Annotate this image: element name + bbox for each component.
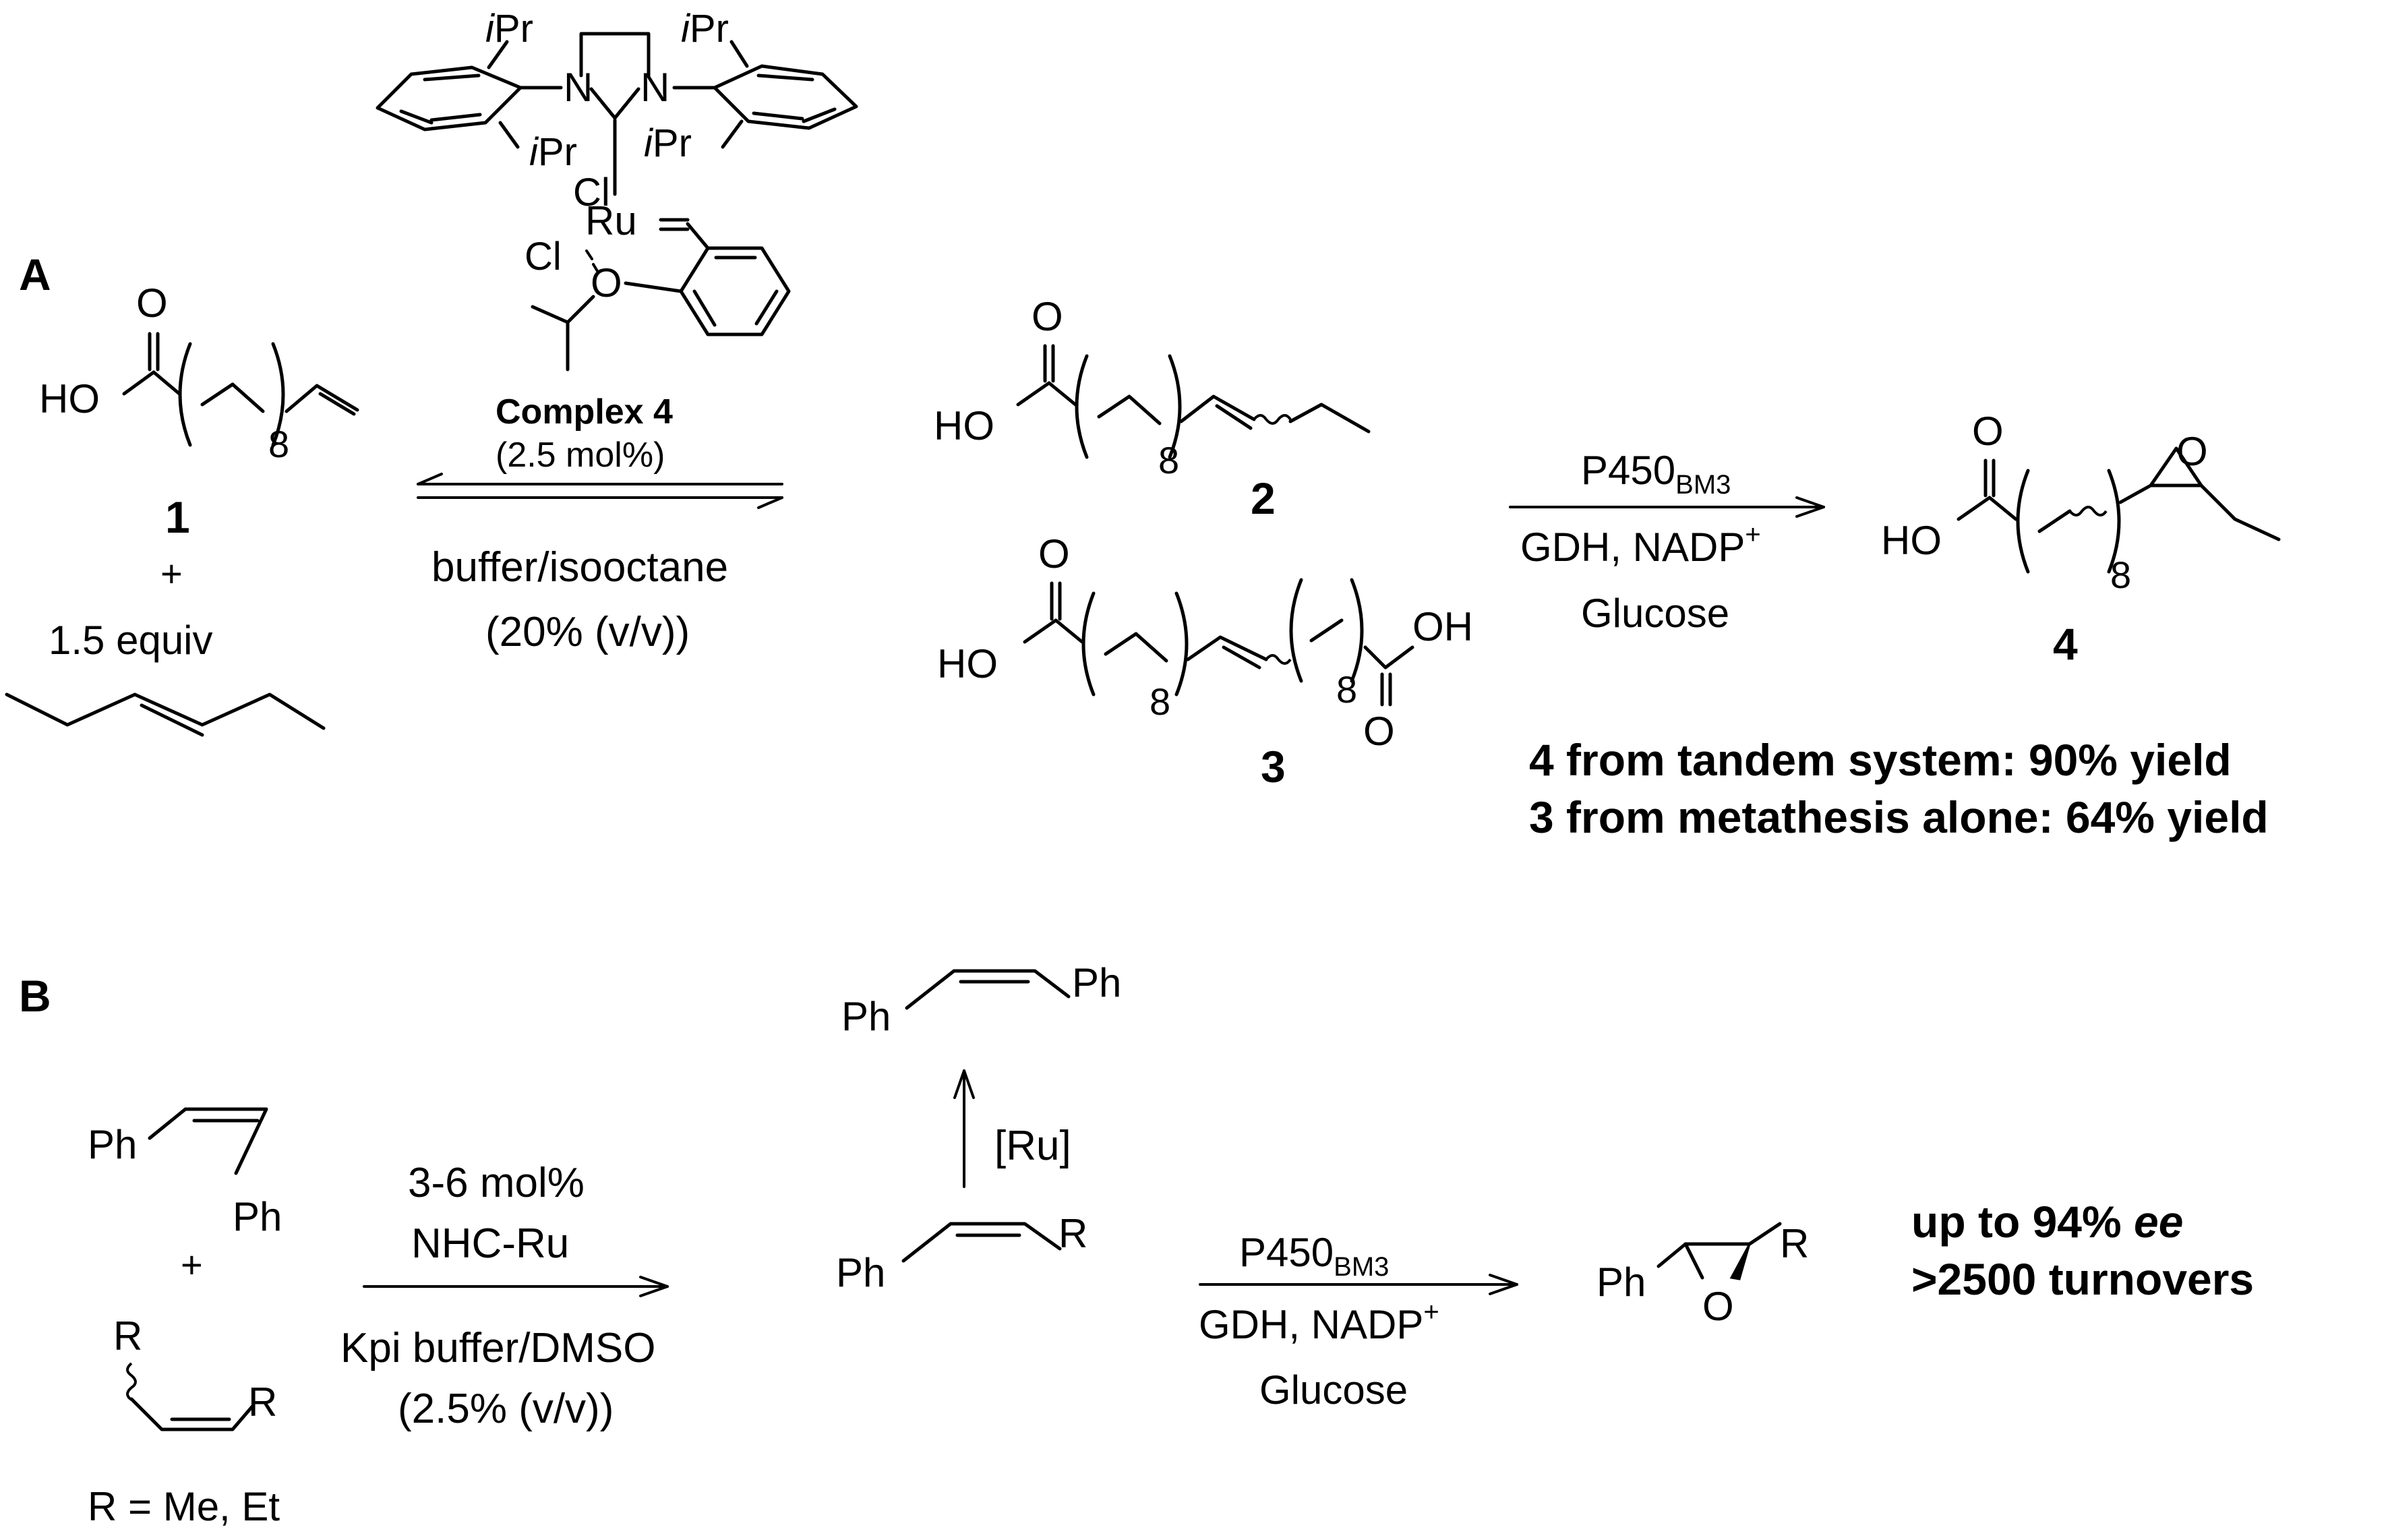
- trans-ph-left: Ph: [841, 994, 891, 1039]
- c4-epoxide-o: O: [2176, 429, 2208, 474]
- c3-n2: 8: [1336, 668, 1357, 711]
- catalyst-cl-top: Cl: [573, 171, 610, 214]
- panel-b-label: B: [19, 971, 51, 1021]
- panel-a: A N N iPr iPr iPr iPr: [5, 7, 2281, 842]
- compound-3: O HO 8 8 O OH 3: [937, 531, 1473, 792]
- panel-b: B Ph Ph + R R R = Me, Et 3-6 mol% NHC-Ru…: [19, 960, 2254, 1529]
- c2-number: 2: [1251, 473, 1276, 523]
- c2-o: O: [1032, 294, 1063, 339]
- enzyme-b: P450BM3: [1239, 1230, 1389, 1282]
- c4-ho: HO: [1881, 518, 1942, 563]
- hexene: [5, 692, 326, 737]
- ipr-top-left: iPr: [485, 7, 533, 51]
- result-tandem: 4 from tandem system: 90% yield: [1529, 735, 2232, 785]
- glucose-a: Glucose: [1581, 591, 1729, 636]
- solvent-a: buffer/isooctane: [431, 544, 728, 591]
- styrene-ph: Ph: [836, 1250, 885, 1295]
- compound-4: O HO 8 O 4: [1881, 409, 2281, 669]
- c1-number: 1: [165, 492, 190, 542]
- arrow-b-enzyme: [1199, 1274, 1518, 1295]
- glucose-b: Glucose: [1259, 1367, 1408, 1413]
- c3-n1: 8: [1150, 680, 1170, 723]
- result-turnovers: >2500 turnovers: [1911, 1254, 2254, 1304]
- compound-2: O HO 8 2: [934, 294, 1371, 523]
- cis-ph-left: Ph: [88, 1122, 137, 1167]
- catalyst-o: O: [591, 260, 622, 305]
- c4-number: 4: [2053, 619, 2078, 669]
- c3-o-bottom: O: [1363, 709, 1395, 754]
- plus-a: +: [160, 552, 183, 595]
- catalyst-n-left: N: [564, 65, 593, 110]
- result-ee: up to 94% ee: [1911, 1197, 2183, 1247]
- c3-ho: HO: [937, 641, 998, 686]
- c4-n: 8: [2110, 554, 2131, 596]
- ipr-bottom-left: iPr: [529, 130, 577, 174]
- arrow-b-up: [953, 1069, 975, 1188]
- epoxide-r: R: [1780, 1221, 1809, 1266]
- cofactor-a: GDH, NADP+: [1520, 520, 1761, 570]
- complex-loading: (2.5 mol%): [496, 436, 665, 475]
- c1-ho: HO: [39, 376, 100, 421]
- enzyme-a: P450BM3: [1581, 448, 1731, 500]
- c1-n: 8: [268, 423, 289, 465]
- result-metathesis: 3 from metathesis alone: 64% yield: [1529, 792, 2269, 842]
- plus-b: +: [181, 1243, 203, 1286]
- alkene-r-top: R: [113, 1313, 142, 1359]
- alkene-r-bottom: R: [248, 1380, 277, 1425]
- complex-name: Complex 4: [496, 392, 673, 432]
- arrow-a-enzyme: [1509, 496, 1825, 518]
- ipr-bottom-right: iPr: [644, 121, 692, 165]
- epoxide-product: Ph O R: [1596, 1221, 1809, 1329]
- catalyst-b: NHC-Ru: [411, 1220, 569, 1267]
- panel-a-label: A: [19, 249, 51, 299]
- trans-stilbene: Ph Ph: [841, 960, 1121, 1039]
- catalyst-ru: Ru: [585, 198, 637, 243]
- catalyst-n-right: N: [640, 65, 669, 110]
- epoxide-ph: Ph: [1596, 1260, 1646, 1305]
- trans-ph-right: Ph: [1072, 960, 1121, 1005]
- cis-stilbene: Ph Ph: [88, 1107, 282, 1239]
- c3-number: 3: [1261, 742, 1286, 792]
- compound-1: O HO 8 1: [39, 280, 359, 542]
- ru-label-b: [Ru]: [994, 1123, 1071, 1169]
- equiv-label: 1.5 equiv: [49, 618, 213, 663]
- c3-o-top: O: [1038, 531, 1070, 576]
- solvent-ratio-b: (2.5% (v/v)): [398, 1386, 614, 1432]
- solvent-b: Kpi buffer/DMSO: [340, 1325, 655, 1371]
- equilibrium-arrow: [417, 473, 783, 509]
- arrow-b-metathesis: [363, 1276, 669, 1297]
- c4-o: O: [1972, 409, 2004, 454]
- c2-ho: HO: [934, 403, 994, 448]
- styrene-r: R: [1058, 1211, 1087, 1256]
- c3-oh: OH: [1412, 604, 1473, 649]
- r-definition: R = Me, Et: [88, 1484, 280, 1529]
- catalyst-cl-bottom: Cl: [525, 235, 562, 278]
- cis-ph-right: Ph: [233, 1194, 282, 1239]
- cofactor-b: GDH, NADP+: [1199, 1297, 1439, 1347]
- c1-o: O: [136, 280, 168, 326]
- ipr-top-right: iPr: [681, 7, 729, 51]
- alkylstyrene: Ph R: [836, 1211, 1087, 1295]
- loading-b: 3-6 mol%: [408, 1160, 585, 1206]
- cis-alkene: R R: [113, 1313, 277, 1431]
- solvent-ratio-a: (20% (v/v)): [485, 609, 690, 655]
- c2-n: 8: [1158, 439, 1179, 481]
- catalyst-structure: N N iPr iPr iPr iPr Cl Ru Cl: [376, 7, 858, 372]
- epoxide-o: O: [1702, 1284, 1734, 1329]
